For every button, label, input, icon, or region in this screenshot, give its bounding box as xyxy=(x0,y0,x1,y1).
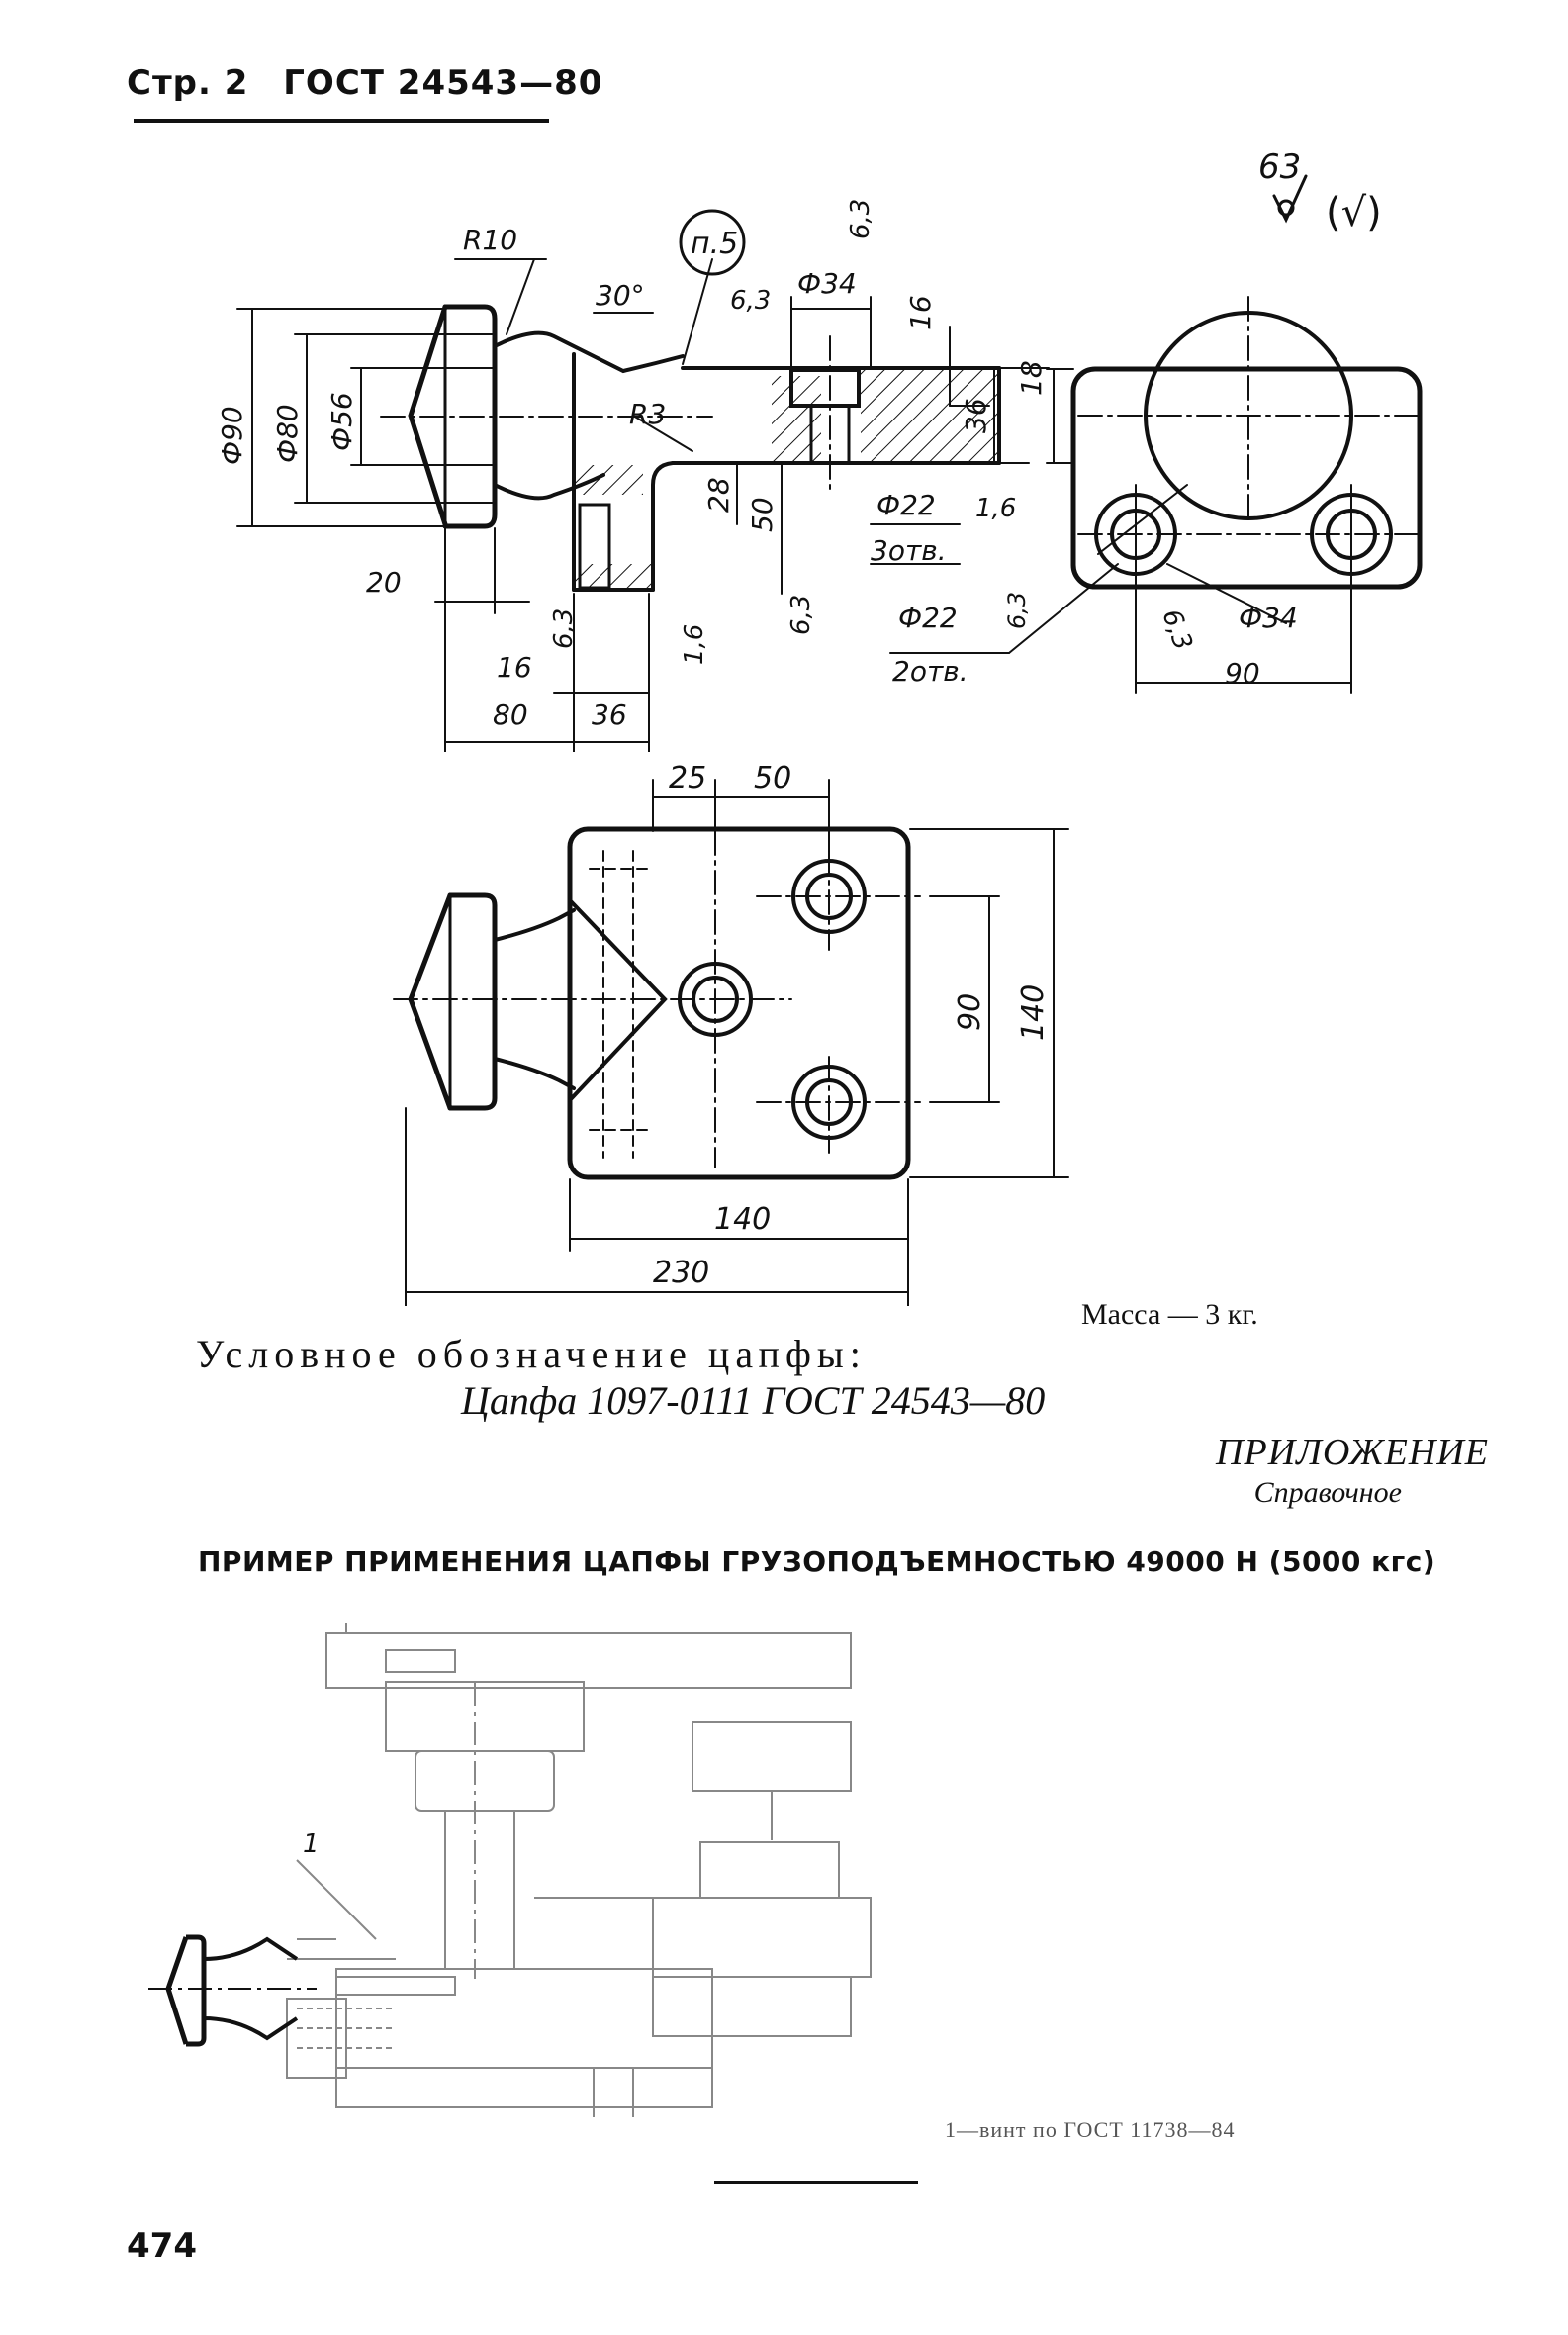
dim-18: 18 xyxy=(1015,360,1048,396)
application-example-drawing: 1 xyxy=(148,1623,872,2117)
roughness-6-3-mid: 6,3 xyxy=(786,595,816,635)
designation-value: Цапфа 1097-0111 ГОСТ 24543—80 xyxy=(461,1378,1046,1423)
page-number: 474 xyxy=(127,2226,197,2266)
end-rule xyxy=(714,2181,918,2184)
example-caption: 1—винт по ГОСТ 11738—84 xyxy=(945,2117,1236,2142)
roughness-6-3-top: 6,3 xyxy=(846,199,876,239)
roughness-1-6-right: 1,6 xyxy=(975,494,1016,523)
plan-dim-140-horizontal: 140 xyxy=(714,1202,771,1237)
dim-36-right: 36 xyxy=(960,398,992,433)
roughness-6-3-inner: 6,3 xyxy=(730,286,771,316)
designation-label: Условное обозначение цапфы: xyxy=(196,1332,867,1376)
holes-three-label: 3отв. xyxy=(871,534,947,567)
roughness-general-paren: (√) xyxy=(1326,190,1382,235)
note-ref-label: п.5 xyxy=(691,227,738,261)
roughness-1-6-bottom: 1,6 xyxy=(680,624,709,665)
plan-view-drawing: 25 50 90 140 140 230 xyxy=(393,761,1069,1306)
main-section-drawing: 63 (√) п.5 R10 R3 30° Ф90 Ф80 Ф56 Ф34 6,… xyxy=(216,147,1426,752)
dim-r3: R3 xyxy=(629,398,666,430)
dim-90-side: 90 xyxy=(1225,657,1260,690)
example-callout-1: 1 xyxy=(303,1829,320,1859)
dim-80-bottom: 80 xyxy=(493,699,528,731)
plan-dim-25: 25 xyxy=(669,761,706,795)
dim-16-bottom: 16 xyxy=(497,651,532,684)
roughness-6-3-side-2: 6,3 xyxy=(1003,592,1031,629)
dim-diam-90: Ф90 xyxy=(216,406,248,465)
plan-dim-90: 90 xyxy=(953,993,987,1031)
appendix-title: ПРИЛОЖЕНИЕ xyxy=(1216,1432,1489,1473)
holes-two-label: 2отв. xyxy=(892,655,968,688)
plan-dim-50: 50 xyxy=(754,761,791,795)
dim-angle-30: 30° xyxy=(596,279,645,312)
plan-dim-140-vertical: 140 xyxy=(1016,984,1051,1041)
dim-r10: R10 xyxy=(463,224,517,256)
page-header: Стр. 2 ГОСТ 24543—80 xyxy=(127,63,624,103)
dim-diam-80: Ф80 xyxy=(271,404,304,463)
dim-diam-56: Ф56 xyxy=(325,392,358,451)
dim-diam-34-side: Ф34 xyxy=(1239,602,1298,634)
roughness-general-value: 63 xyxy=(1258,147,1301,187)
example-title: ПРИМЕР ПРИМЕНЕНИЯ ЦАПФЫ ГРУЗОПОДЪЕМНОСТЬ… xyxy=(198,1545,1436,1578)
plan-dim-230: 230 xyxy=(653,1256,709,1290)
dim-36-bottom: 36 xyxy=(592,699,627,731)
mass-note: Масса — 3 кг. xyxy=(1081,1298,1258,1331)
dim-diam-34-top: Ф34 xyxy=(797,267,857,300)
dim-28: 28 xyxy=(702,477,735,513)
appendix-subtitle: Справочное xyxy=(1253,1476,1402,1509)
roughness-6-3-bottom-left: 6,3 xyxy=(549,608,579,649)
dim-16-top: 16 xyxy=(904,295,937,330)
dim-diam-22-two: Ф22 xyxy=(898,602,958,634)
standard-number: ГОСТ 24543—80 xyxy=(283,63,603,103)
dim-20: 20 xyxy=(366,566,402,599)
dim-diam-22-three: Ф22 xyxy=(876,489,936,521)
header-rule xyxy=(134,119,549,123)
dim-50: 50 xyxy=(746,497,779,532)
page-label: Стр. 2 xyxy=(127,63,249,103)
